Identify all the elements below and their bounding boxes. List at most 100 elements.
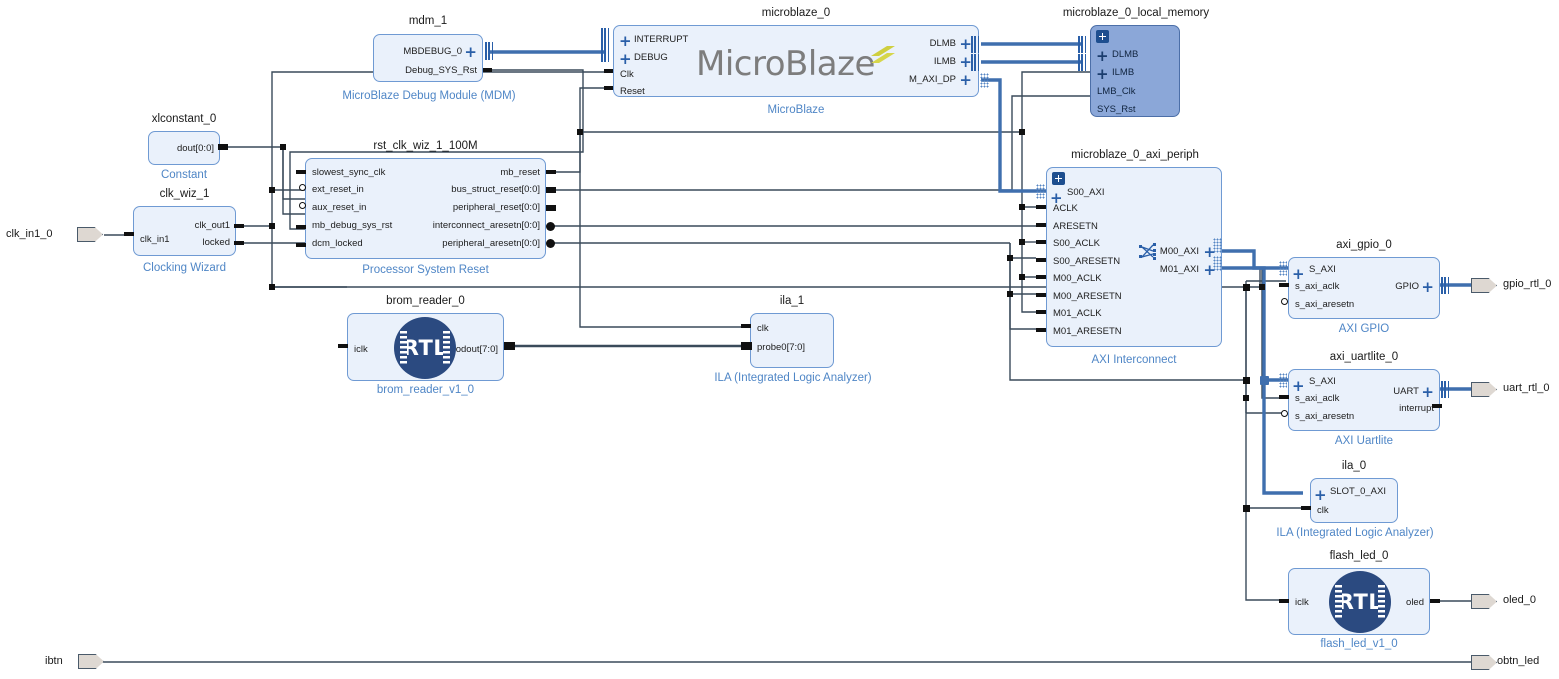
external-port-gpio-rtl-0[interactable]	[1471, 278, 1497, 293]
pin-s-axi[interactable]: S_AXI	[1309, 376, 1336, 387]
pin-sys-rst[interactable]: SYS_Rst	[1097, 104, 1136, 115]
pin-s00-aresetn[interactable]: S00_ARESETN	[1053, 256, 1121, 267]
pin-interconnect-aresetn[interactable]: interconnect_aresetn[0:0]	[432, 220, 540, 231]
pin-debug[interactable]: DEBUG	[634, 52, 668, 63]
pin-mb-debug-sys-rst[interactable]: mb_debug_sys_rst	[312, 220, 393, 231]
external-port-ibtn[interactable]	[78, 654, 104, 669]
pin-stub	[1036, 328, 1046, 332]
pin-gpio[interactable]: GPIO	[1395, 281, 1419, 292]
pin-s-axi-aresetn[interactable]: s_axi_aresetn	[1295, 299, 1355, 310]
pin-dlmb[interactable]: DLMB	[929, 38, 956, 49]
block-clk-wiz-1[interactable]: clk_wiz_1 clk_in1 clk_out1 locked Clocki…	[133, 188, 236, 274]
port-label-ibtn: ibtn	[45, 655, 63, 667]
bus-connector-icon	[971, 36, 980, 53]
block-subtitle: brom_reader_v1_0	[376, 384, 475, 396]
external-port-uart-rtl-0[interactable]	[1471, 382, 1497, 397]
bus-plus-icon: +	[1096, 65, 1109, 83]
pin-stub	[546, 170, 556, 174]
microblaze-wordmark: MicroBlaze	[696, 44, 875, 84]
pin-lmb-clk[interactable]: LMB_Clk	[1097, 86, 1136, 97]
pin-slowest-sync-clk[interactable]: slowest_sync_clk	[312, 167, 386, 178]
pin-debug-sys-rst[interactable]: Debug_SYS_Rst	[405, 65, 477, 76]
pin-mb-reset[interactable]: mb_reset	[500, 167, 540, 178]
pin-dcm-locked[interactable]: dcm_locked	[312, 238, 363, 249]
pin-aresetn[interactable]: ARESETN	[1053, 221, 1098, 232]
pin-mbdebug-0[interactable]: MBDEBUG_0	[403, 46, 462, 57]
pin-m00-aclk[interactable]: M00_ACLK	[1053, 273, 1102, 284]
port-label-gpio-rtl-0: gpio_rtl_0	[1503, 278, 1552, 290]
block-ila-0[interactable]: ila_0 + SLOT_0_AXI clk ILA (Integrated L…	[1276, 460, 1433, 539]
pin-clk[interactable]: Clk	[620, 69, 634, 80]
pin-stub	[1036, 275, 1046, 279]
block-subtitle: MicroBlaze Debug Module (MDM)	[342, 90, 516, 102]
bus-plus-icon: +	[1292, 265, 1305, 283]
external-port-clk-in1-0[interactable]	[77, 227, 103, 242]
pin-peripheral-reset[interactable]: peripheral_reset[0:0]	[452, 202, 540, 213]
pin-clk[interactable]: clk	[1317, 505, 1329, 516]
hierarchy-expand-icon[interactable]	[1052, 172, 1065, 185]
pin-m01-aresetn[interactable]: M01_ARESETN	[1053, 326, 1122, 337]
block-microblaze-0[interactable]: microblaze_0 + INTERRUPT + DEBUG Clk Res…	[613, 7, 979, 116]
block-rst-clk-wiz-1-100m[interactable]: rst_clk_wiz_1_100M slowest_sync_clk ext_…	[305, 140, 546, 276]
pin-s-axi[interactable]: S_AXI	[1309, 264, 1336, 275]
external-port-oled-0[interactable]	[1471, 594, 1497, 609]
bus-plus-icon: +	[1314, 486, 1327, 504]
block-title: microblaze_0_local_memory	[1062, 7, 1210, 19]
block-subtitle: AXI Interconnect	[1091, 354, 1177, 366]
port-label-oled-0: oled_0	[1503, 594, 1537, 606]
block-microblaze-0-local-memory[interactable]: microblaze_0_local_memory + DLMB + ILMB …	[1063, 7, 1209, 117]
pin-aux-reset-in[interactable]: aux_reset_in	[312, 202, 367, 213]
pin-m01-aclk[interactable]: M01_ACLK	[1053, 308, 1102, 319]
bus-connector-icon	[485, 42, 494, 60]
pin-ext-reset-in[interactable]: ext_reset_in	[312, 184, 364, 195]
block-axi-gpio-0[interactable]: axi_gpio_0 + S_AXI s_axi_aclk s_axi_ares…	[1288, 239, 1440, 335]
pin-m01-axi[interactable]: M01_AXI	[1159, 264, 1199, 275]
block-flash-led-0[interactable]: flash_led_0 iclk oled RTL flash_led_v1_0	[1288, 550, 1430, 650]
pin-dout[interactable]: dout[0:0]	[177, 143, 214, 154]
pin-peripheral-aresetn[interactable]: peripheral_aresetn[0:0]	[442, 238, 540, 249]
pin-s00-axi[interactable]: S00_AXI	[1067, 187, 1105, 198]
pin-stub	[504, 342, 515, 350]
pin-locked[interactable]: locked	[202, 237, 230, 248]
pin-interrupt[interactable]: interrupt	[1399, 403, 1434, 414]
pin-aclk[interactable]: ACLK	[1053, 203, 1078, 214]
pin-ilmb[interactable]: ILMB	[933, 56, 956, 67]
pin-clk-in1[interactable]: clk_in1	[140, 234, 170, 245]
pin-iclk[interactable]: iclk	[1295, 597, 1309, 608]
pin-slot-0-axi[interactable]: SLOT_0_AXI	[1330, 486, 1386, 497]
pin-s-axi-aclk[interactable]: s_axi_aclk	[1295, 393, 1340, 404]
pin-clk-out1[interactable]: clk_out1	[194, 220, 230, 231]
pin-m-axi-dp[interactable]: M_AXI_DP	[909, 74, 956, 85]
block-xlconstant-0[interactable]: xlconstant_0 dout[0:0] Constant	[148, 113, 220, 181]
pin-odout[interactable]: odout[7:0]	[455, 344, 498, 355]
bus-plus-icon: +	[959, 53, 972, 71]
block-title: mdm_1	[408, 15, 448, 27]
pin-s-axi-aclk[interactable]: s_axi_aclk	[1295, 281, 1340, 292]
pin-m00-aresetn[interactable]: M00_ARESETN	[1053, 291, 1122, 302]
block-microblaze-0-axi-periph[interactable]: microblaze_0_axi_periph + S00_AXI ACLK A…	[1046, 149, 1222, 366]
pin-uart[interactable]: UART	[1393, 386, 1419, 397]
pin-s-axi-aresetn[interactable]: s_axi_aresetn	[1295, 411, 1355, 422]
block-axi-uartlite-0[interactable]: axi_uartlite_0 + S_AXI s_axi_aclk s_axi_…	[1288, 351, 1440, 447]
pin-clk[interactable]: clk	[757, 323, 769, 334]
bus-stub-icon	[980, 73, 989, 88]
pin-oled[interactable]: oled	[1406, 597, 1424, 608]
port-label-uart-rtl-0: uart_rtl_0	[1503, 382, 1550, 394]
pin-stub	[546, 187, 556, 193]
external-port-obtn-led[interactable]	[1471, 655, 1497, 670]
block-mdm-1[interactable]: mdm_1 MBDEBUG_0 + Debug_SYS_Rst MicroBla…	[342, 15, 515, 102]
pin-reset[interactable]: Reset	[620, 86, 645, 97]
pin-m00-axi[interactable]: M00_AXI	[1159, 246, 1199, 257]
inverted-pin-icon	[299, 202, 306, 209]
pin-ilmb[interactable]: ILMB	[1112, 67, 1135, 78]
hierarchy-expand-icon[interactable]	[1096, 30, 1109, 43]
block-brom-reader-0[interactable]: brom_reader_0 iclk odout[7:0] RTL brom_r…	[347, 295, 504, 396]
pin-probe0[interactable]: probe0[7:0]	[757, 342, 806, 353]
pin-bus-struct-reset[interactable]: bus_struct_reset[0:0]	[451, 184, 540, 195]
pin-dlmb[interactable]: DLMB	[1112, 49, 1139, 60]
pin-interrupt[interactable]: INTERRUPT	[634, 34, 689, 45]
pin-iclk[interactable]: iclk	[354, 344, 368, 355]
block-ila-1[interactable]: ila_1 clk probe0[7:0] ILA (Integrated Lo…	[714, 295, 871, 384]
pin-s00-aclk[interactable]: S00_ACLK	[1053, 238, 1101, 249]
